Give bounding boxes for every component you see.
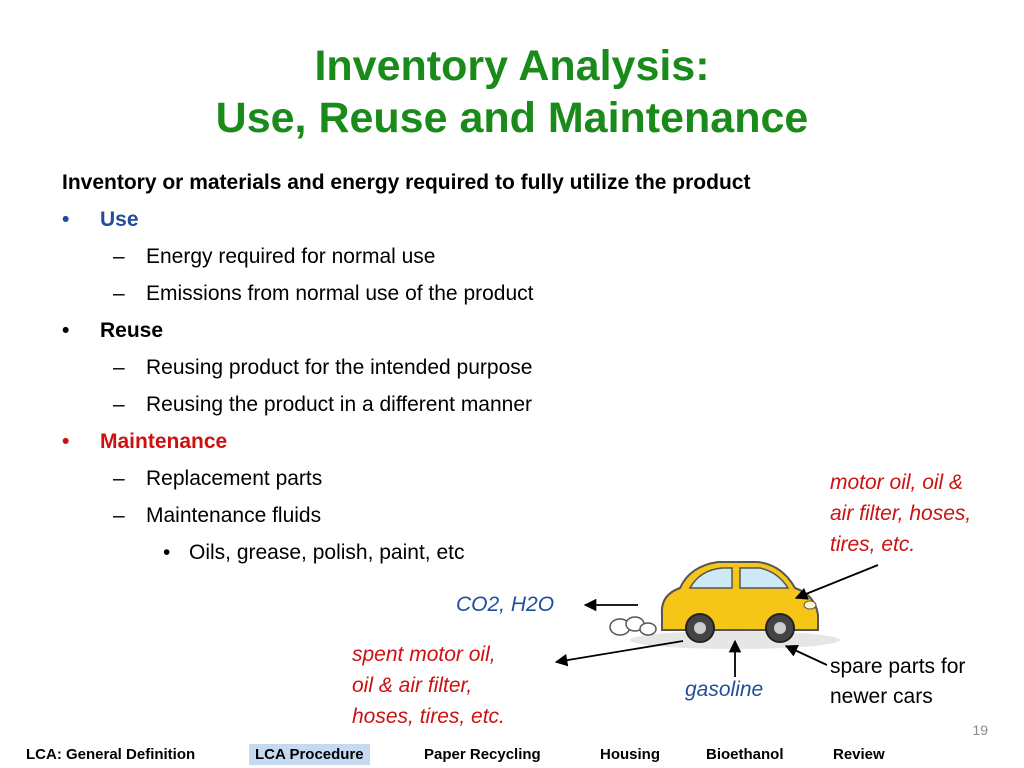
title-line-2: Use, Reuse and Maintenance — [215, 94, 809, 142]
dash-glyph: – — [113, 282, 125, 305]
motor-line: tires, etc. — [830, 533, 916, 556]
spare-parts-label: spare parts for newer cars — [830, 652, 965, 712]
bullet-dot: • — [163, 541, 171, 564]
exhaust-icon — [609, 616, 657, 636]
nav-paper-recycling[interactable]: Paper Recycling — [424, 746, 541, 763]
spent-line: oil & air filter, — [352, 674, 473, 697]
sub-item: –Reusing the product in a different mann… — [113, 393, 532, 417]
dash-glyph: – — [113, 393, 125, 416]
title-line-1: Inventory Analysis: — [314, 42, 710, 90]
sub-item-text: Energy required for normal use — [146, 245, 436, 268]
motor-oil-label: motor oil, oil & air filter, hoses, tire… — [830, 467, 971, 560]
motor-line: motor oil, oil & — [830, 471, 964, 494]
car-illustration — [660, 561, 819, 643]
sub-item-text: Maintenance fluids — [146, 504, 322, 527]
bullet-maintenance: • Maintenance — [62, 430, 227, 454]
nav-bioethanol[interactable]: Bioethanol — [706, 746, 784, 763]
bullet-reuse-label: Reuse — [100, 319, 164, 342]
bullet-dot: • — [62, 208, 70, 231]
bullet-dot: • — [62, 430, 70, 453]
sub-item-text: Emissions from normal use of the product — [146, 282, 534, 305]
nav-lca-procedure[interactable]: LCA Procedure — [249, 744, 370, 765]
dash-glyph: – — [113, 245, 125, 268]
arrow-icon — [554, 640, 684, 667]
nav-review[interactable]: Review — [833, 746, 885, 763]
sub-item: –Emissions from normal use of the produc… — [113, 282, 534, 306]
sub-item-text: Replacement parts — [146, 467, 323, 490]
bullet-dot: • — [62, 319, 70, 342]
dash-glyph: – — [113, 356, 125, 379]
sub-item: –Energy required for normal use — [113, 245, 435, 269]
sub-item-text: Reusing product for the intended purpose — [146, 356, 533, 379]
spare-line: spare parts for — [830, 655, 966, 678]
co2-label: CO2, H2O — [456, 593, 555, 616]
dash-glyph: – — [113, 467, 125, 490]
motor-line: air filter, hoses, — [830, 502, 972, 525]
bullet-use-label: Use — [100, 208, 139, 231]
sub-item: –Replacement parts — [113, 467, 322, 491]
slide-title: Inventory Analysis: Use, Reuse and Maint… — [0, 40, 1024, 144]
nav-lca-general-definition[interactable]: LCA: General Definition — [26, 746, 196, 763]
page-number: 19 — [972, 722, 988, 738]
spent-fluids-label: spent motor oil, oil & air filter, hoses… — [352, 639, 505, 732]
nav-housing[interactable]: Housing — [600, 746, 660, 763]
sub-sub-item: • Oils, grease, polish, paint, etc — [163, 541, 464, 565]
arrow-icon — [794, 564, 879, 600]
sub-item-text: Reusing the product in a different manne… — [146, 393, 533, 416]
bullet-reuse: • Reuse — [62, 319, 163, 343]
spent-line: spent motor oil, — [352, 643, 496, 666]
arrow-icon — [784, 645, 828, 666]
sub-item: –Maintenance fluids — [113, 504, 321, 528]
spare-line: newer cars — [830, 685, 933, 708]
intro-text: Inventory or materials and energy requir… — [62, 171, 751, 194]
dash-glyph: – — [113, 504, 125, 527]
gasoline-label: gasoline — [685, 678, 764, 701]
spent-line: hoses, tires, etc. — [352, 705, 505, 728]
bottom-navigation: LCA: General Definition LCA Procedure Pa… — [0, 738, 1024, 768]
sub-item: –Reusing product for the intended purpos… — [113, 356, 532, 380]
bullet-use: • Use — [62, 208, 139, 232]
bullet-maintenance-label: Maintenance — [100, 430, 228, 453]
sub-sub-item-text: Oils, grease, polish, paint, etc — [189, 541, 465, 564]
